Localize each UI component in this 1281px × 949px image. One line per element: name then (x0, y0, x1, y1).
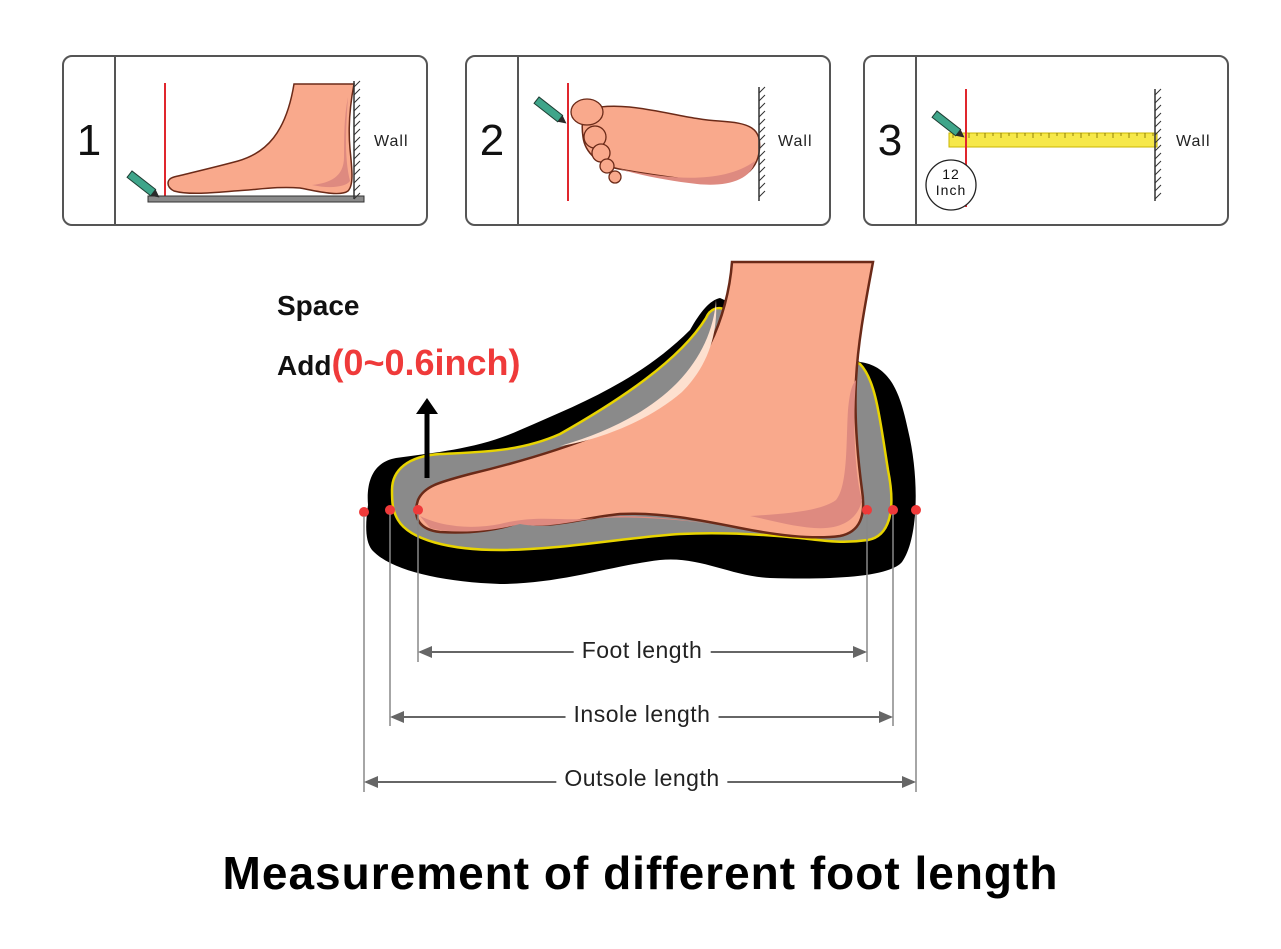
step-panel-1: 1 Wall (62, 55, 428, 226)
insole-length-label: Insole length (565, 701, 719, 728)
wall-label: Wall (1176, 133, 1211, 150)
wall-hatch-icon (1154, 88, 1162, 201)
arrow-up-icon (416, 398, 438, 478)
measure-markers (359, 505, 921, 517)
wall-label: Wall (374, 133, 409, 150)
outsole-toe-marker (359, 507, 369, 517)
extension-lines (363, 514, 917, 792)
space-label: Space (277, 290, 360, 321)
step-3-illustration (925, 88, 1162, 211)
shoe-length-diagram (359, 260, 921, 792)
pencil-icon (931, 110, 965, 138)
ruler-icon (948, 132, 1158, 148)
foot-heel-marker (862, 505, 872, 515)
outsole-length-label: Outsole length (556, 765, 728, 792)
step-2-illustration (533, 83, 766, 201)
badge-unit: Inch (935, 182, 967, 198)
step-panel-2: 2 Wall (465, 55, 831, 226)
step-1-illustration (126, 80, 365, 203)
foot-side-icon (167, 83, 355, 195)
insole-heel-marker (888, 505, 898, 515)
step-number: 2 (467, 57, 519, 224)
page-title: Measurement of different foot length (222, 847, 1059, 899)
add-range: (0~0.6inch) (331, 342, 521, 383)
step-number: 1 (64, 57, 116, 224)
step-panel-3: 3 Wall 12 Inch (863, 55, 1229, 226)
step-number: 3 (865, 57, 917, 224)
badge-value: 12 (942, 166, 960, 182)
foot-toe-marker (413, 505, 423, 515)
length-badge (925, 159, 977, 211)
foot-top-icon (570, 98, 761, 185)
outsole-heel-marker (911, 505, 921, 515)
add-text: Add (277, 350, 332, 381)
floor-board (147, 195, 365, 203)
foot-side-large-icon (414, 260, 875, 539)
wall-hatch-icon (758, 86, 766, 201)
wall-label: Wall (778, 133, 813, 150)
foot-length-label: Foot length (573, 637, 711, 664)
pencil-icon (126, 170, 160, 198)
wall-hatch-icon (353, 80, 361, 200)
add-label: Add(0~0.6inch) (277, 342, 521, 384)
insole-toe-marker (385, 505, 395, 515)
pencil-icon (533, 96, 567, 124)
